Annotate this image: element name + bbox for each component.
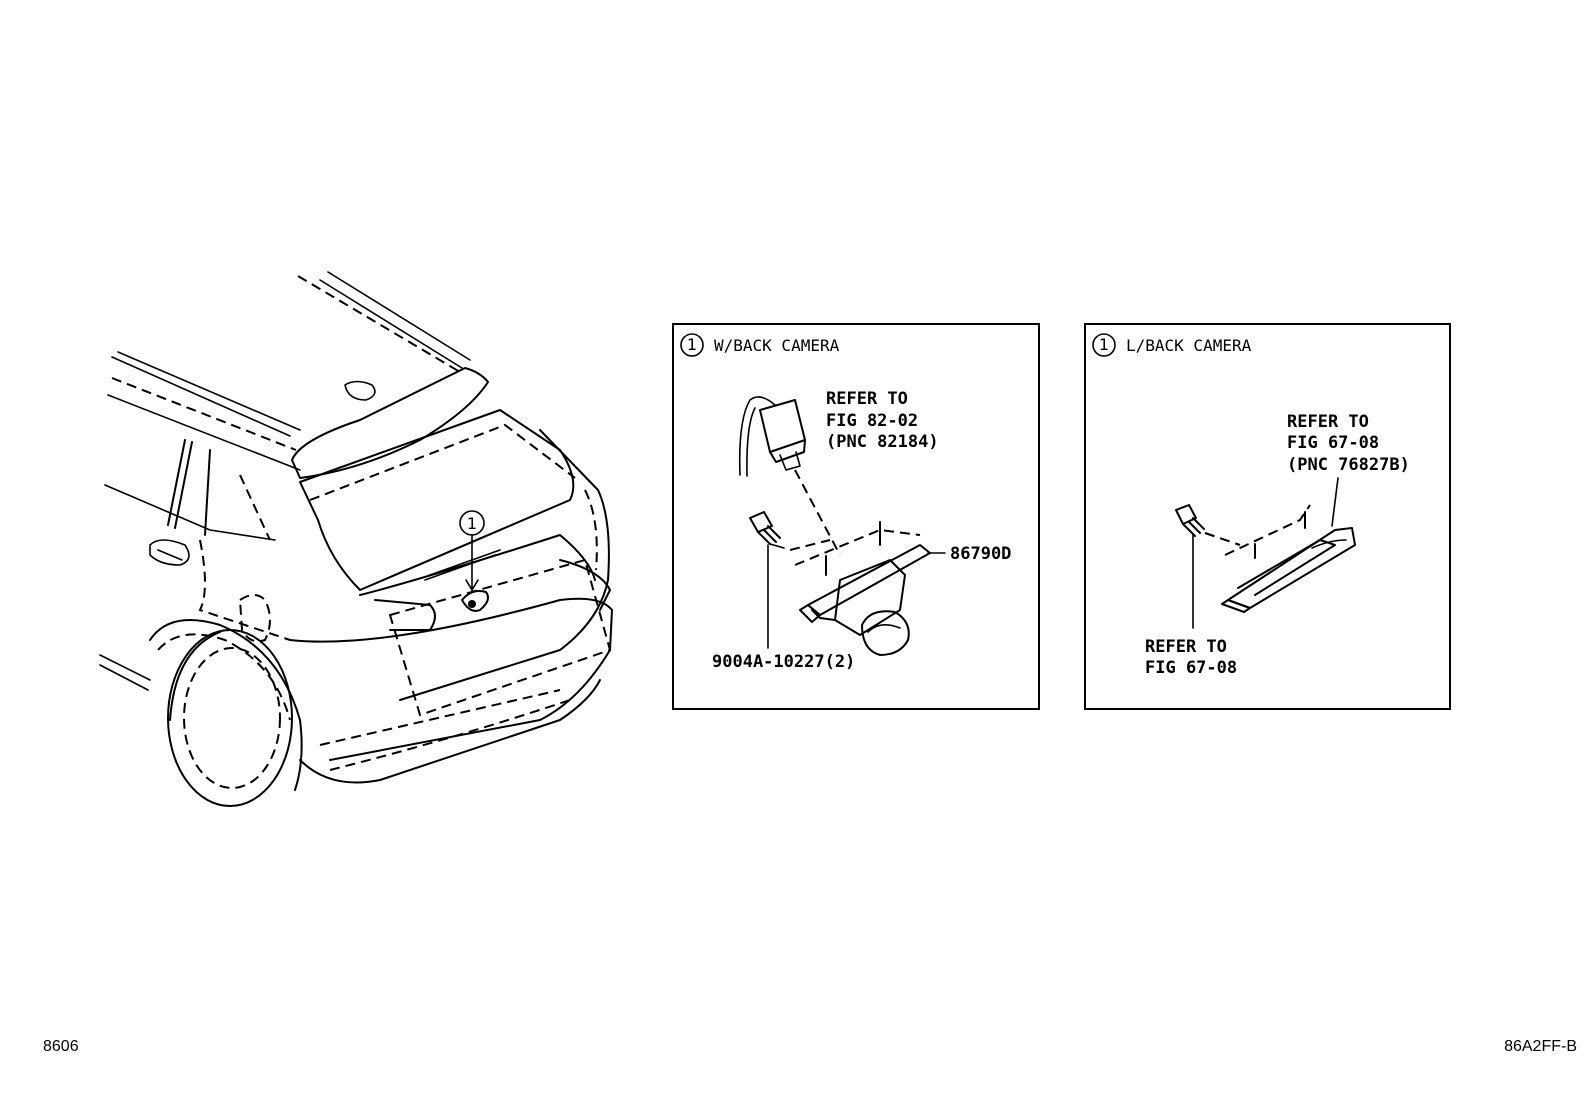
connector-illustration bbox=[738, 396, 806, 477]
panel-l-back-camera: 1 L/BACK CAMERA REFER TO FIG 67-08 (PNC … bbox=[1084, 323, 1451, 710]
refer-line-2: FIG 82-02 bbox=[826, 411, 918, 431]
camera-mount-illustration bbox=[1221, 504, 1356, 613]
footer-illustration-code: 86A2FF-B bbox=[1504, 1038, 1577, 1055]
screw-illustration bbox=[1175, 504, 1205, 537]
vehicle-callout: 1 bbox=[459, 510, 485, 591]
screw-part-number: 9004A-10227(2) bbox=[712, 652, 855, 672]
refer-line-3: (PNC 76827B) bbox=[1287, 455, 1410, 475]
refer-line-1: REFER TO bbox=[826, 389, 908, 409]
panel-w-back-camera: 1 W/BACK CAMERA REFER TO FIG 82-02 (PNC … bbox=[672, 323, 1040, 710]
callout-number: 1 bbox=[467, 514, 477, 533]
footer-figure-number: 8606 bbox=[43, 1038, 79, 1055]
camera-assembly-illustration bbox=[794, 521, 931, 656]
camera-part-number: 86790D bbox=[950, 544, 1011, 564]
screw-illustration bbox=[749, 511, 785, 549]
refer2-line-2: FIG 67-08 bbox=[1145, 658, 1237, 678]
panel-callout-number: 1 bbox=[1099, 335, 1109, 354]
refer-line-1: REFER TO bbox=[1287, 412, 1369, 432]
refer2-line-1: REFER TO bbox=[1145, 637, 1227, 657]
panel-callout-number: 1 bbox=[687, 335, 697, 354]
panel-title: W/BACK CAMERA bbox=[714, 336, 840, 355]
vehicle-rear-illustration bbox=[99, 271, 613, 807]
panel-title: L/BACK CAMERA bbox=[1126, 336, 1252, 355]
refer-line-3: (PNC 82184) bbox=[826, 432, 939, 452]
refer-line-2: FIG 67-08 bbox=[1287, 433, 1379, 453]
